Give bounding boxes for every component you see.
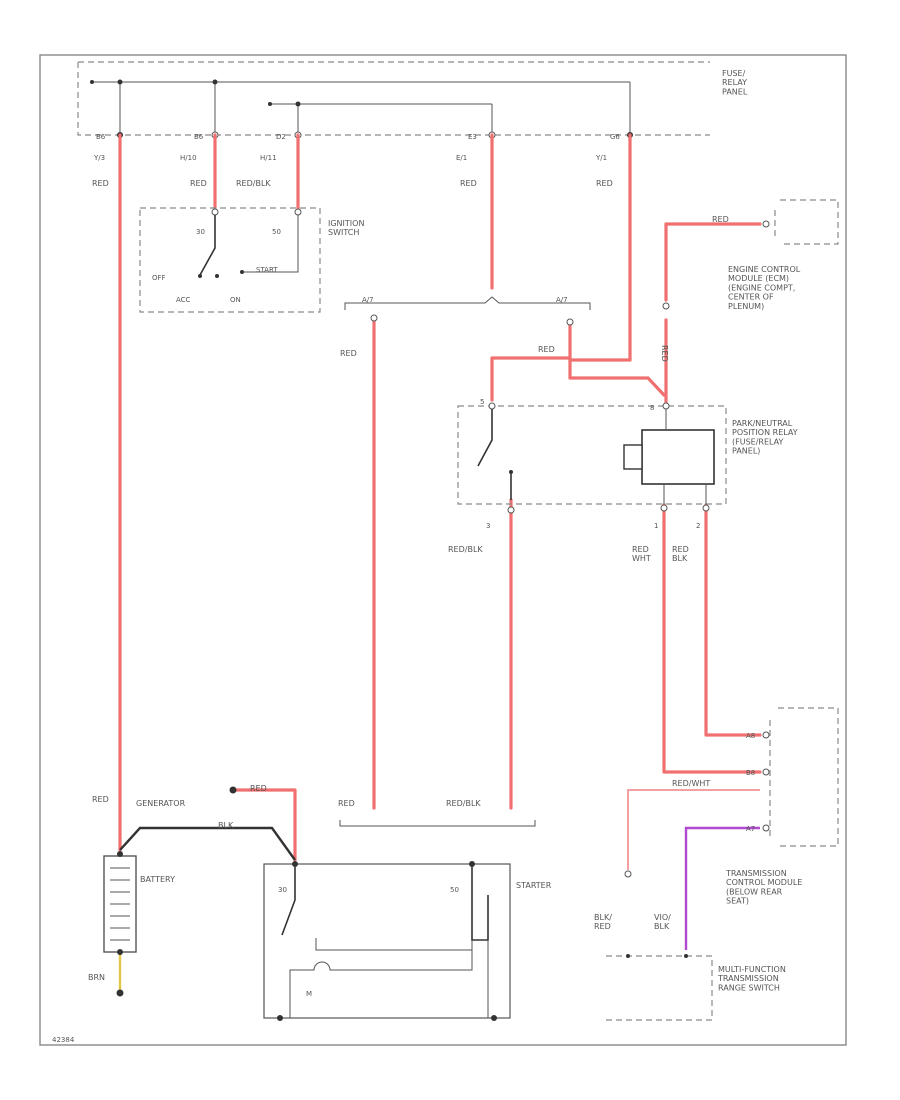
wire-label: RED	[338, 799, 355, 808]
wire-label: RED	[460, 179, 477, 188]
tcm-pin: A7	[746, 825, 755, 833]
wire-label: RED	[538, 345, 555, 354]
splice-bracket: A/7 A/7	[344, 296, 591, 326]
wire-label: RED	[596, 179, 613, 188]
wire-label: RED	[250, 784, 267, 793]
violet-wire	[684, 826, 760, 950]
wire-label: VIO/BLK	[654, 913, 671, 931]
wire-label: RED	[340, 349, 357, 358]
wire-labels: RED RED RED/BLK RED RED RED RED RED RED …	[88, 179, 729, 982]
fuse-pin-label: B6	[194, 133, 204, 141]
tcm-pin: B8	[746, 769, 755, 777]
fuse-pin-label: D2	[276, 133, 286, 141]
diagram-frame	[39, 54, 847, 1046]
relay-pin: 1	[654, 522, 658, 530]
wire-label: BRN	[88, 973, 105, 982]
fuse-pin-label: B6	[96, 133, 106, 141]
starter-label: STARTER	[516, 881, 552, 890]
wire-label: RED/BLK	[446, 799, 481, 808]
ignition-pos-start: START	[256, 266, 278, 274]
red-wires	[118, 133, 762, 862]
ignition-pos-acc: ACC	[176, 296, 191, 304]
wire-label: RED/BLK	[448, 545, 483, 554]
ignition-terminal-50: 50	[272, 228, 281, 236]
splice-label: A/7	[362, 296, 374, 304]
generator: GENERATOR	[136, 786, 237, 808]
generator-label: GENERATOR	[136, 799, 186, 808]
fuse-pin-label: G6	[610, 133, 620, 141]
wire-label: BLK	[218, 821, 234, 830]
battery-label: BATTERY	[140, 875, 175, 884]
fuse-pin-label: H/11	[260, 154, 277, 162]
relay-pin: 2	[696, 522, 700, 530]
ignition-pos-on: ON	[230, 296, 241, 304]
relay-pin: 8	[650, 404, 654, 412]
fuse-pin-label: Y/3	[93, 154, 105, 162]
starter-motor-m: M	[306, 990, 312, 998]
red-wht-wire	[627, 789, 760, 870]
diagram-id: 42384	[52, 1036, 75, 1044]
starter-terminal-50: 50	[450, 886, 459, 894]
relay-pin: 5	[480, 398, 484, 406]
black-wire	[119, 826, 296, 861]
wire-label: RED	[190, 179, 207, 188]
wire-label: RED/WHT	[672, 779, 710, 788]
fuse-pin-label: Y/1	[595, 154, 607, 162]
wire-label: RED	[92, 179, 109, 188]
starter: 30 50 M STARTER	[263, 820, 552, 1021]
relay-pin: 3	[486, 522, 490, 530]
battery: BATTERY	[103, 851, 175, 997]
wire-label: RED	[712, 215, 729, 224]
starter-terminal-30: 30	[278, 886, 287, 894]
fuse-pin-label: E3	[468, 133, 477, 141]
fuse-pin-label: H/10	[180, 154, 197, 162]
fuse-pin-label: E/1	[456, 154, 467, 162]
splice-label: A/7	[556, 296, 568, 304]
wire-label: BLK/RED	[594, 913, 612, 931]
wire-label-vertical: RED	[660, 345, 669, 362]
ignition-pos-off: OFF	[152, 274, 166, 282]
wire-label: RED	[92, 795, 109, 804]
tcm-pin: A8	[746, 732, 755, 740]
ignition-terminal-30: 30	[196, 228, 205, 236]
wire-label: RED/BLK	[236, 179, 271, 188]
